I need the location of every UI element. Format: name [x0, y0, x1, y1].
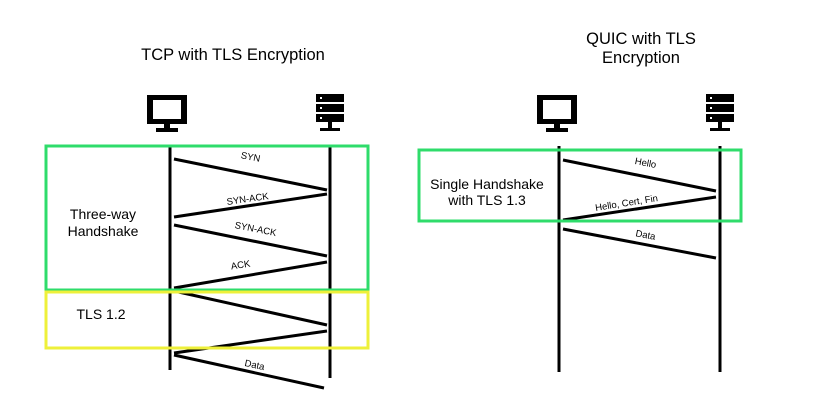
single-handshake-label-line1: Single Handshake	[430, 176, 544, 192]
tcp-diagram: TCP with TLS Encryption	[44, 46, 370, 390]
message-label: SYN	[240, 150, 261, 165]
quic-diagram: QUIC with TLS Encryption Hello	[417, 30, 743, 372]
tls-1-2-box	[44, 290, 370, 350]
message-line	[173, 329, 328, 355]
message-line	[562, 195, 717, 222]
message-label: Hello	[634, 156, 657, 171]
server-icon	[316, 94, 344, 131]
message-line	[173, 289, 328, 327]
handshake-label-line1: Three-way	[70, 206, 136, 222]
quic-title-line2: Encryption	[602, 49, 680, 67]
tcp-title: TCP with TLS Encryption	[141, 46, 325, 64]
message-line	[173, 157, 328, 192]
message-line	[173, 192, 328, 219]
monitor-icon	[147, 95, 187, 132]
message-line	[173, 353, 325, 390]
message-label: SYN-ACK	[234, 220, 278, 239]
message-line	[173, 260, 328, 290]
message-line	[562, 227, 717, 260]
handshake-label-line2: Handshake	[68, 223, 139, 239]
message-label: Data	[635, 228, 658, 243]
single-handshake-box	[417, 148, 743, 223]
single-handshake-label-line2: with TLS 1.3	[447, 192, 526, 208]
tls-label: TLS 1.2	[76, 306, 125, 322]
message-label: ACK	[230, 258, 252, 272]
message-line	[173, 223, 328, 258]
message-line	[562, 158, 717, 193]
three-way-handshake-box	[44, 144, 370, 292]
server-icon	[706, 94, 734, 131]
quic-title-line1: QUIC with TLS	[586, 30, 696, 48]
message-label: Data	[244, 358, 267, 373]
monitor-icon	[537, 95, 577, 132]
